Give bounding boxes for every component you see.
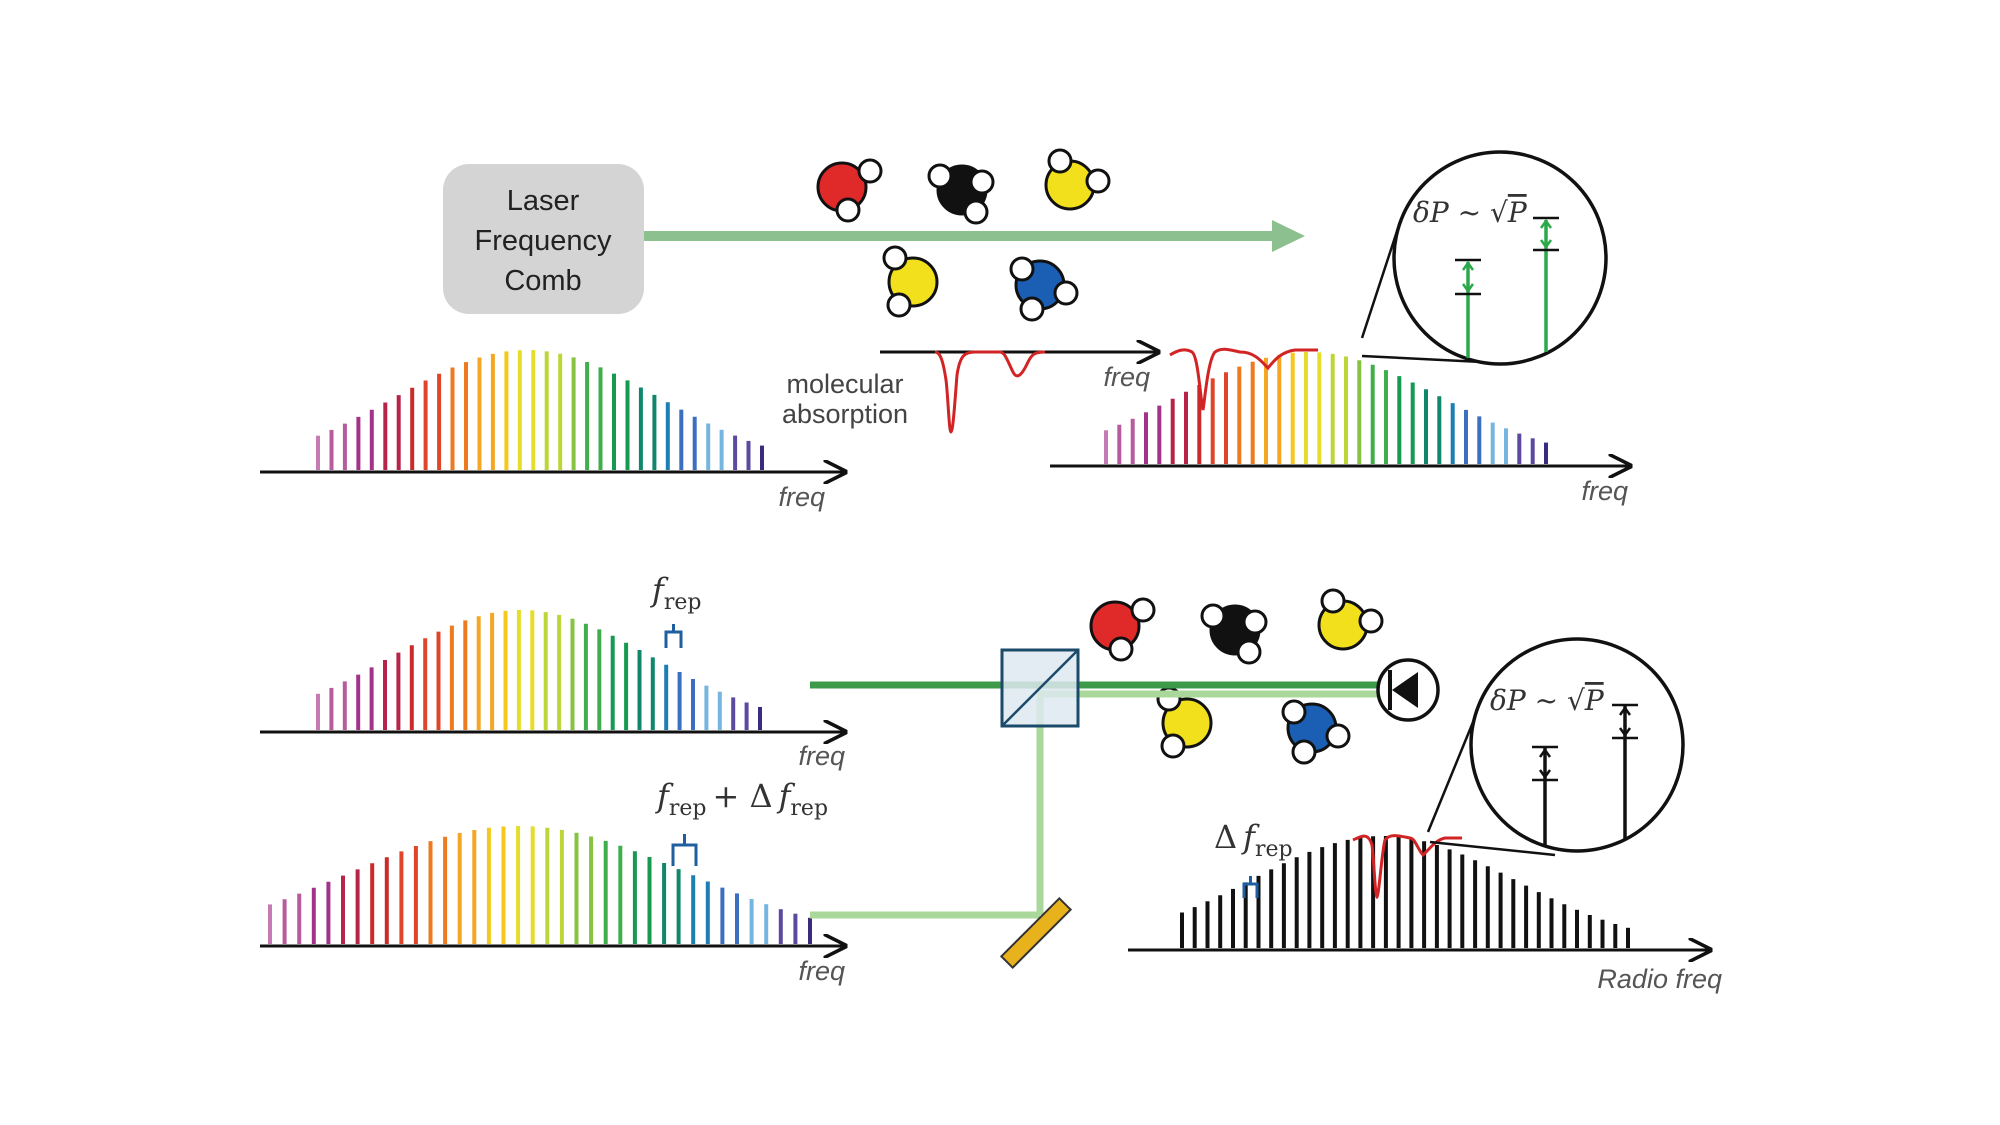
molecule-icon	[816, 158, 883, 223]
laser-box-line1: Laser	[507, 185, 580, 217]
laser-box-line2: Frequency	[474, 225, 612, 257]
molecule-icon	[1281, 699, 1351, 765]
radio-frequency-comb	[1180, 836, 1630, 948]
molecule-icon	[882, 245, 939, 318]
molecule-icon	[1044, 148, 1111, 211]
noise-zoom-circle-bottom: δP ~ √P	[1426, 637, 1685, 857]
comb-spectrum-frep-plus-dfrep	[268, 826, 812, 944]
frep-label: frep	[650, 571, 701, 648]
molecular-absorption-plot: freq molecular absorption	[782, 350, 1158, 434]
comb-spectrum-top-right	[1104, 352, 1548, 464]
laser-box-line3: Comb	[504, 265, 581, 297]
comb-spectrum-top-left	[316, 350, 764, 470]
top-laser-beam	[644, 220, 1305, 252]
dfrep-spacing-marker	[671, 834, 698, 866]
absorption-overlay-radio	[1352, 834, 1462, 900]
noise-formula-bottom: δP ~ √P	[1490, 684, 1605, 717]
molecule-icon	[1317, 588, 1384, 651]
molecule-icon	[1200, 603, 1268, 665]
comb-spectrum-frep	[316, 610, 762, 730]
photodetector-icon	[1376, 658, 1440, 722]
svg-text:frep: frep	[650, 571, 701, 615]
molecule-icon	[927, 163, 995, 225]
molecule-icon	[1089, 597, 1156, 662]
freq-label-top-right: freq	[1581, 476, 1628, 506]
molecule-icon	[1009, 256, 1079, 322]
mirror	[999, 896, 1073, 970]
freq-label-absorption: freq	[1103, 362, 1150, 392]
frep-spacing-marker	[664, 624, 683, 648]
absorption-overlay-top-right	[1169, 347, 1318, 411]
absorption-curve	[934, 350, 1046, 434]
noise-formula-top: δP ~ √P	[1413, 196, 1528, 229]
laser-frequency-comb-box: Laser Frequency Comb	[443, 164, 644, 314]
freq-label-frep-plus-dfrep: freq	[798, 956, 845, 986]
molecule-icon	[1156, 686, 1213, 759]
freq-label-top-left: freq	[778, 482, 825, 512]
freq-label-frep: freq	[798, 741, 845, 771]
gas-molecules	[816, 148, 1384, 765]
absorption-label: absorption	[782, 399, 908, 429]
radio-spacing-marker	[1242, 876, 1259, 898]
molecular-label: molecular	[786, 369, 903, 399]
beam-splitter	[1000, 648, 1080, 728]
radio-freq-label: Radio freq	[1597, 964, 1722, 994]
noise-zoom-circle-top: δP ~ √P	[1360, 150, 1608, 366]
